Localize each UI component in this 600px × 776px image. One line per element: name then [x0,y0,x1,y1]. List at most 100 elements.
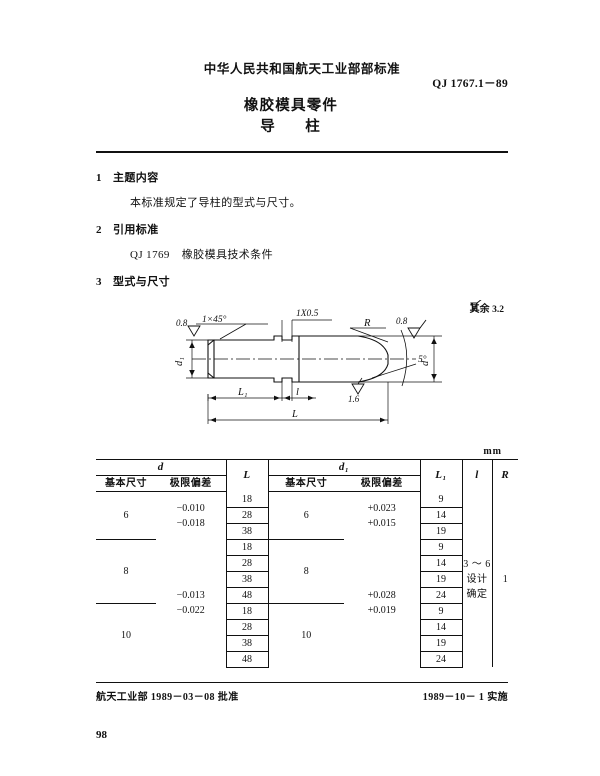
header-divider [96,151,508,153]
roughness-symbol-taper [351,383,365,395]
title-block: QJ 1767.1－89 橡胶模具零件 导 柱 [96,78,508,141]
header-L: L [225,459,269,492]
header-R: R [492,459,518,492]
cell-L: 48 [225,651,269,668]
table-row: 28 14 [96,619,518,636]
label-chamfer-left: 1×45° [202,314,227,325]
issuing-organization: 中华人民共和国航天工业部部标准 [203,62,401,76]
implementation-statement: 1989－10－ 1 实施 [422,691,508,703]
cell-L1: 19 [419,571,463,588]
header-group-d: d [96,459,226,476]
cell-d1-deviation: +0.023 +0.015 [344,491,421,539]
cell-L: 28 [225,555,269,572]
label-roughness-taper: 1.6 [348,394,360,404]
cell-d-deviation: −0.013 −0.022 [156,539,227,667]
page-content: 中华人民共和国航天工业部部标准 QJ 1767.1－89 橡胶模具零件 导 柱 … [96,58,518,741]
cell-d1-basic: 10 [268,602,344,667]
header-d1-basic: 基本尺寸 [268,475,344,492]
general-roughness-label: 其余 [469,304,490,315]
technical-drawing: 其余 3.2 [96,298,508,446]
cell-L: 18 [225,491,269,508]
header-l: l [462,459,493,492]
table-header-row-2: 基本尺寸 极限偏差 基本尺寸 极限偏差 [96,475,518,492]
header-group-d1: d₁ [268,459,420,476]
approval-statement: 航天工业部 1989－03－08 批准 [96,691,239,703]
clause-2-heading: 2 引用标准 [96,221,508,237]
standard-code: QJ 1767.1－89 [432,78,508,90]
table-row: 6 −0.010 −0.018 18 6 +0.023 +0.015 9 3 ～… [96,491,518,667]
referenced-standard-title: 橡胶模具技术条件 [181,249,273,261]
cell-d-basic: 6 [123,509,129,521]
cell-L: 38 [225,571,269,588]
cell-L: 18 [225,539,269,556]
label-dim-l: l [296,387,299,398]
table-row: 10 18 10 9 [96,602,518,667]
header-d-deviation: 极限偏差 [156,475,227,492]
clause-3-number: 3 [96,276,102,288]
cell-L1: 14 [419,555,463,572]
general-roughness-note: 其余 3.2 [470,300,504,315]
table-row: 38 19 [96,523,518,540]
clause-3-title: 型式与尺寸 [113,276,170,288]
clause-2-title: 引用标准 [113,224,159,236]
table-row: 28 14 [96,555,518,572]
cell-L1: 24 [419,651,463,668]
cell-L1: 24 [419,587,463,604]
clause-3-heading: 3 型式与尺寸 [96,273,508,289]
cell-d1-basic: 6 [303,509,309,521]
cell-L: 28 [225,619,269,636]
header-d1-deviation: 极限偏差 [344,475,421,492]
table-row: 48 24 [96,651,518,668]
clause-1-number: 1 [96,172,102,184]
clause-1-body: 本标准规定了导柱的型式与尺寸。 [130,197,301,209]
cell-L: 48 [225,587,269,604]
header-L1: L₁ [419,459,463,492]
cell-L: 28 [225,507,269,524]
table-header-row-1: d L d₁ L₁ l R [96,459,518,492]
footer-row: 航天工业部 1989－03－08 批准 1989－10－ 1 实施 [96,688,508,703]
label-groove: 1X0.5 [296,309,319,319]
cell-d1-basic: 8 [268,538,344,603]
page-number: 98 [96,728,107,741]
label-dim-L: L [291,409,298,420]
cell-l-value: 3 ～ 6 设计确定 [462,491,493,667]
cell-L1: 9 [419,603,463,620]
label-radius: R [363,318,371,329]
cell-L1: 14 [419,619,463,636]
cell-L1: 14 [419,507,463,524]
cell-d-deviation: −0.010 −0.018 [156,491,227,539]
guide-pillar-drawing-svg: 0.8 1×45° 1X0.5 R 0.8 1.6 5° d₁ d L₁ l L [174,309,442,424]
label-angle: 5° [418,354,427,365]
roughness-triangle-icon [469,300,482,312]
cell-d1-deviation: +0.028 +0.019 [344,539,421,667]
document-subtitle: 导 柱 [260,119,328,135]
clause-2-number: 2 [96,224,102,236]
general-roughness-value: 3.2 [492,305,504,315]
label-roughness-right: 0.8 [396,316,408,326]
table-row: 28 14 [96,507,518,524]
cell-d-basic: 10 [96,602,156,667]
label-dim-d: d [420,360,431,366]
table-row: 38 19 [96,635,518,652]
table-row: 48 24 [96,587,518,604]
clause-2-body: QJ 1769 橡胶模具技术条件 [130,246,508,262]
cell-L: 18 [225,603,269,620]
footer-divider: 航天工业部 1989－03－08 批准 1989－10－ 1 实施 [96,681,508,703]
specification-table: d L d₁ L₁ l R [96,459,518,668]
cell-L1: 9 [419,539,463,556]
header-d-basic: 基本尺寸 [96,475,156,492]
label-dim-L1: L₁ [237,387,248,398]
label-dim-d1: d₁ [174,357,185,366]
cell-L: 38 [225,523,269,540]
table-row: 8 −0.013 −0.022 18 8 +0.028 +0.019 9 [96,538,518,667]
clause-1-heading: 1 主题内容 [96,169,508,185]
cell-L1: 19 [419,635,463,652]
cell-L1: 9 [419,491,463,508]
table-unit-label: mm [483,446,502,457]
document-title: 橡胶模具零件 [243,98,339,114]
referenced-standard-code: QJ 1769 [130,249,170,261]
clause-1-title: 主题内容 [113,172,159,184]
cell-L1: 19 [419,523,463,540]
cell-d-basic: 8 [96,538,156,603]
